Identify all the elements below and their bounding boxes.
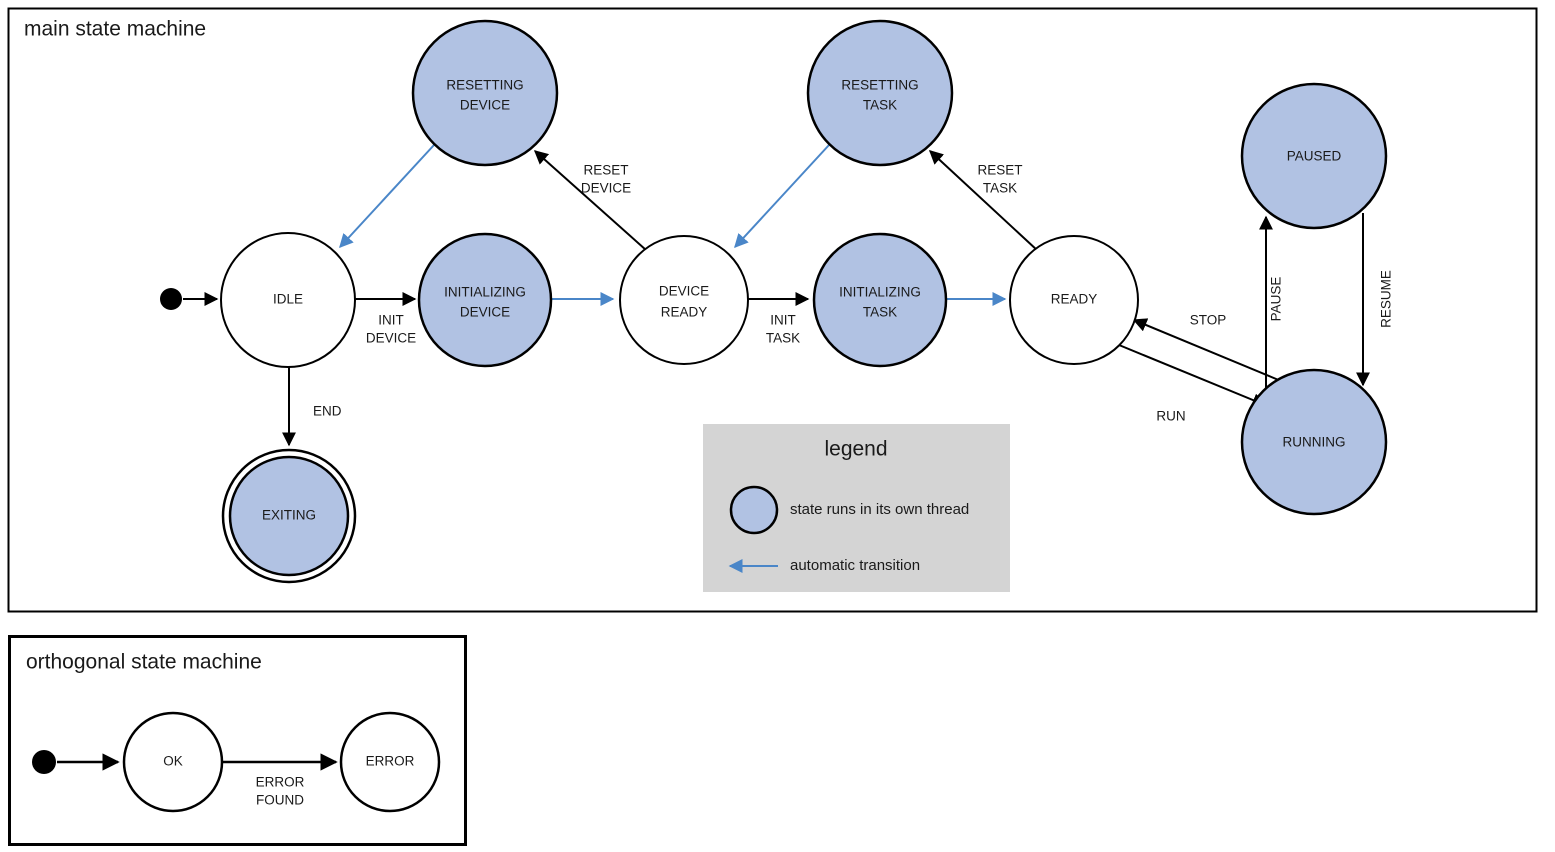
reset-device-label-line2: DEVICE <box>581 181 631 196</box>
state-ok[interactable]: OK <box>122 711 224 813</box>
state-idle-circle[interactable] <box>220 232 356 368</box>
orthogonal-transitions-layer: ERROR FOUND <box>57 753 338 808</box>
legend-automatic-transition-label: automatic transition <box>790 557 920 574</box>
reset-task-label-line2: TASK <box>983 181 1017 196</box>
transition-device-ready-to-resetting-device: RESET DEVICE <box>533 150 647 251</box>
init-task-label-line2: TASK <box>766 331 800 346</box>
pause-label: PAUSE <box>1269 277 1284 322</box>
state-initializing-task-circle[interactable] <box>812 232 948 368</box>
state-resetting-device-label-line2: DEVICE <box>460 98 510 113</box>
state-initializing-device-label-line1: INITIALIZING <box>444 285 526 300</box>
state-ready[interactable]: READY <box>1009 235 1139 365</box>
state-initializing-task-label-line1: INITIALIZING <box>839 285 921 300</box>
state-resetting-task-circle[interactable] <box>806 19 954 167</box>
transition-running-to-ready: STOP <box>1132 313 1282 382</box>
legend-threaded-state-swatch-icon <box>729 485 779 535</box>
transition-idle-to-initializing-device: INIT DEVICE <box>355 292 417 346</box>
init-device-label-line1: INIT <box>378 313 404 328</box>
state-initializing-device-label-line2: DEVICE <box>460 305 510 320</box>
stop-label: STOP <box>1190 313 1227 328</box>
state-exiting-circle[interactable] <box>228 455 350 577</box>
transition-paused-to-running: RESUME <box>1356 213 1394 387</box>
state-error-label: ERROR <box>366 754 415 769</box>
orthogonal-states-layer: OK ERROR <box>32 711 441 813</box>
state-idle[interactable]: IDLE <box>220 232 356 368</box>
state-initializing-device[interactable]: INITIALIZING DEVICE <box>417 232 553 368</box>
state-initializing-device-circle[interactable] <box>417 232 553 368</box>
reset-task-arrow <box>928 150 1039 252</box>
legend-panel: legend state runs in its own thread auto… <box>703 424 1010 592</box>
state-ready-label: READY <box>1051 292 1098 307</box>
state-resetting-task[interactable]: RESETTING TASK <box>806 19 954 167</box>
state-error[interactable]: ERROR <box>339 711 441 813</box>
legend-title: legend <box>824 438 887 461</box>
transition-ready-to-running: RUN <box>1118 344 1267 424</box>
stop-arrow <box>1132 318 1282 382</box>
run-arrow <box>1118 344 1267 407</box>
transition-resetting-device-to-idle <box>339 144 435 249</box>
main-transitions-layer: INIT DEVICE END RESET DEVICE INIT TASK <box>183 144 1394 447</box>
resume-label: RESUME <box>1379 270 1394 328</box>
auto-arrow-resetting-device-to-idle <box>339 144 435 249</box>
state-paused[interactable]: PAUSED <box>1240 82 1388 230</box>
main-initial-state-marker <box>160 288 182 310</box>
transition-ready-to-resetting-task: RESET TASK <box>928 150 1039 252</box>
state-initializing-task-label-line2: TASK <box>863 305 897 320</box>
transition-ok-to-error: ERROR FOUND <box>222 753 338 808</box>
state-running-label: RUNNING <box>1283 435 1346 450</box>
legend-threaded-state-label: state runs in its own thread <box>790 501 969 518</box>
transition-device-ready-to-initializing-task: INIT TASK <box>748 292 810 346</box>
state-device-ready[interactable]: DEVICE READY <box>619 235 749 365</box>
state-exiting-label: EXITING <box>262 508 316 523</box>
main-box-title: main state machine <box>24 18 206 41</box>
reset-device-label-line1: RESET <box>583 163 628 178</box>
state-ok-label: OK <box>163 754 183 769</box>
error-found-label-line2: FOUND <box>256 793 304 808</box>
reset-device-arrow <box>533 150 647 251</box>
transition-idle-to-exiting: END <box>282 367 342 447</box>
init-task-label-line1: INIT <box>770 313 796 328</box>
state-resetting-device-circle[interactable] <box>411 19 559 167</box>
end-label: END <box>313 404 342 419</box>
orthogonal-initial-state-marker <box>32 750 56 774</box>
state-ok-circle[interactable] <box>122 711 224 813</box>
state-resetting-device-label-line1: RESETTING <box>446 78 523 93</box>
state-running-circle[interactable] <box>1240 368 1388 516</box>
run-label: RUN <box>1156 409 1185 424</box>
state-resetting-task-label-line2: TASK <box>863 98 897 113</box>
state-resetting-task-label-line1: RESETTING <box>841 78 918 93</box>
state-device-ready-label-line2: READY <box>661 305 708 320</box>
state-resetting-device[interactable]: RESETTING DEVICE <box>411 19 559 167</box>
state-paused-circle[interactable] <box>1240 82 1388 230</box>
state-error-circle[interactable] <box>339 711 441 813</box>
transition-running-to-paused: PAUSE <box>1259 215 1284 388</box>
state-initializing-task[interactable]: INITIALIZING TASK <box>812 232 948 368</box>
state-ready-circle[interactable] <box>1009 235 1139 365</box>
auto-arrow-resetting-task-to-device-ready <box>734 144 830 249</box>
init-device-label-line2: DEVICE <box>366 331 416 346</box>
main-states-layer: RESETTING DEVICE RESETTING TASK PAUSED I… <box>160 19 1388 584</box>
orthogonal-box-title: orthogonal state machine <box>26 651 262 674</box>
transition-resetting-task-to-device-ready <box>734 144 830 249</box>
state-idle-label: IDLE <box>273 292 303 307</box>
state-device-ready-label-line1: DEVICE <box>659 284 709 299</box>
state-device-ready-circle[interactable] <box>619 235 749 365</box>
reset-task-label-line1: RESET <box>977 163 1022 178</box>
state-paused-label: PAUSED <box>1287 149 1342 164</box>
state-running[interactable]: RUNNING <box>1240 368 1388 516</box>
state-exiting[interactable]: EXITING <box>221 448 357 584</box>
error-found-label-line1: ERROR <box>256 775 305 790</box>
